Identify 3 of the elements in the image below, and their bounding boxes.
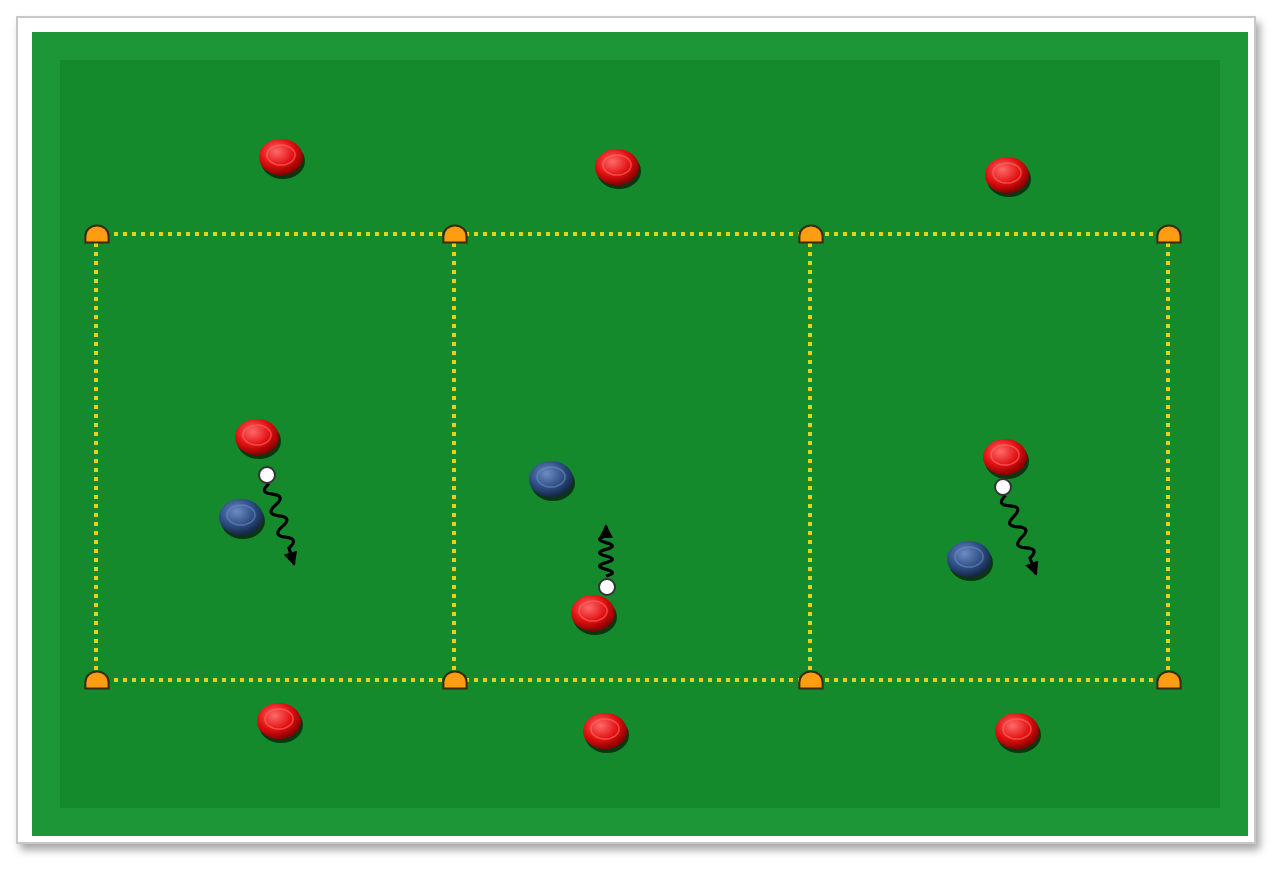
dribble-arrow [262, 482, 298, 566]
dribble-arrow [598, 524, 614, 578]
dribble-arrow [1000, 494, 1039, 576]
